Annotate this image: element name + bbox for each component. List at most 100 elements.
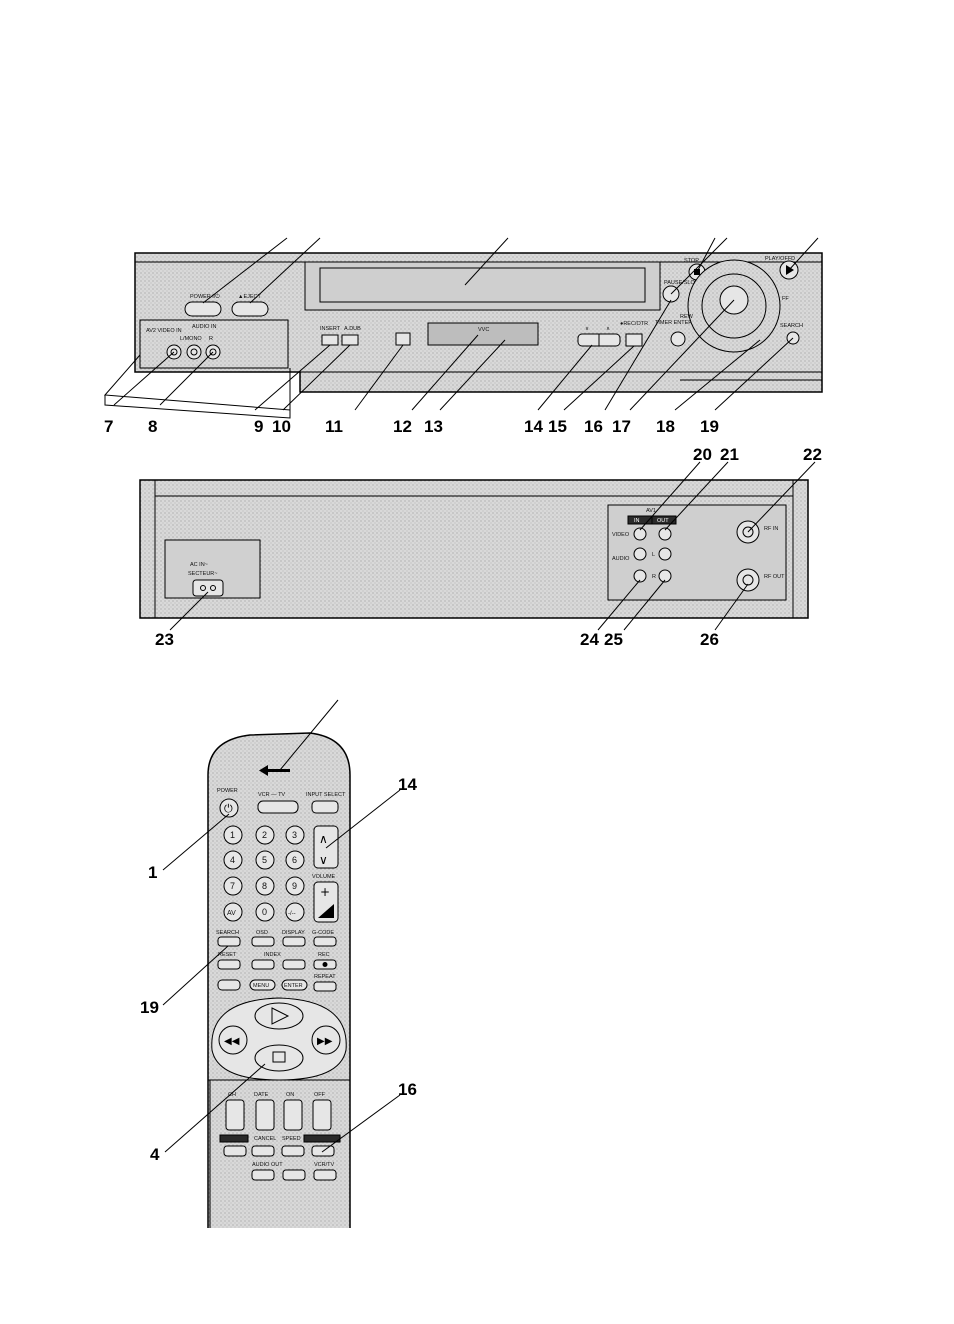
callout-11: 11 bbox=[325, 417, 343, 436]
index-prev-button[interactable] bbox=[251, 959, 275, 970]
callout-25: 25 bbox=[604, 630, 623, 649]
key-8[interactable] bbox=[255, 876, 275, 896]
adub-button[interactable] bbox=[341, 334, 359, 346]
r-rear-label: R bbox=[652, 574, 656, 580]
key-5[interactable] bbox=[255, 850, 275, 870]
vcr-tv-switch[interactable] bbox=[257, 800, 299, 814]
av1-label: AV1 bbox=[646, 508, 656, 514]
ch-timer-button[interactable] bbox=[225, 1099, 245, 1131]
vcr-tv2-label: VCR/TV bbox=[314, 1162, 335, 1168]
transport-cluster bbox=[211, 997, 347, 1081]
audio-r-in-jack[interactable] bbox=[633, 569, 647, 583]
rec-label: ●REC/OTR bbox=[620, 321, 648, 327]
menu-button[interactable] bbox=[249, 979, 276, 991]
blank-button[interactable] bbox=[282, 1169, 306, 1181]
callout-26: 26 bbox=[700, 630, 719, 649]
key-dash[interactable] bbox=[285, 902, 305, 922]
power-button[interactable] bbox=[184, 301, 222, 317]
remote-power-button[interactable] bbox=[219, 798, 239, 818]
stop-label: STOP bbox=[684, 258, 699, 264]
audio-l-in-jack[interactable] bbox=[633, 547, 647, 561]
key-av[interactable] bbox=[223, 902, 243, 922]
display-button[interactable] bbox=[282, 936, 306, 947]
prog-check-button[interactable] bbox=[223, 1145, 247, 1157]
callout-remote-19: 19 bbox=[140, 998, 159, 1017]
ffwd-button[interactable] bbox=[311, 1025, 341, 1055]
key-2-label: 2 bbox=[262, 830, 267, 840]
rec-button[interactable] bbox=[625, 333, 643, 347]
volume-ramp-icon bbox=[318, 904, 334, 918]
eject-button[interactable] bbox=[231, 301, 269, 317]
eject-label: ▲EJECT bbox=[238, 294, 262, 300]
speed-button[interactable] bbox=[281, 1145, 305, 1157]
key-4[interactable] bbox=[223, 850, 243, 870]
key-1[interactable] bbox=[223, 825, 243, 845]
vcr-tv2-button[interactable] bbox=[313, 1169, 337, 1181]
repeat-label: REPEAT bbox=[314, 974, 336, 980]
play-remote-button[interactable] bbox=[254, 1002, 304, 1030]
key-9[interactable] bbox=[285, 876, 305, 896]
index-next-button[interactable] bbox=[282, 959, 306, 970]
rf-out-label: RF OUT bbox=[764, 574, 785, 580]
rew-label: REW bbox=[680, 314, 694, 320]
off-timer-button[interactable] bbox=[312, 1099, 332, 1131]
timer-button[interactable] bbox=[670, 331, 686, 347]
audio-l-out-jack[interactable] bbox=[658, 547, 672, 561]
r-label: R bbox=[209, 336, 213, 342]
vcr-front-panel: VVC bbox=[103, 252, 823, 419]
cancel-label: CANCEL bbox=[254, 1136, 276, 1142]
off-label: OFF bbox=[314, 1092, 326, 1098]
volume-plus-icon: + bbox=[320, 885, 330, 899]
stop-remote-button[interactable] bbox=[254, 1044, 304, 1072]
key-7[interactable] bbox=[223, 876, 243, 896]
callout-8: 8 bbox=[148, 417, 157, 436]
insert-label: INSERT bbox=[320, 326, 341, 332]
input-select-button[interactable] bbox=[311, 800, 339, 814]
key-2[interactable] bbox=[255, 825, 275, 845]
callout-24: 24 bbox=[580, 630, 599, 649]
key-3[interactable] bbox=[285, 825, 305, 845]
callout-16: 16 bbox=[584, 417, 603, 436]
callout-15: 15 bbox=[548, 417, 567, 436]
ac-inlet[interactable] bbox=[192, 579, 224, 597]
out-label: OUT bbox=[657, 518, 669, 524]
video-out-jack[interactable] bbox=[658, 527, 672, 541]
ffwd-icon: ▶▶ bbox=[317, 1036, 333, 1047]
search-remote-button[interactable] bbox=[217, 936, 241, 947]
slow-button[interactable] bbox=[217, 979, 241, 991]
key-av-label: AV bbox=[227, 910, 236, 917]
insert-button[interactable] bbox=[321, 334, 339, 346]
date-timer-button[interactable] bbox=[255, 1099, 275, 1131]
audio-out-button[interactable] bbox=[251, 1169, 275, 1181]
secteur-label: SECTEUR~ bbox=[188, 571, 218, 577]
reset-button[interactable] bbox=[217, 959, 241, 970]
vcr-tv-label: VCR — TV bbox=[258, 792, 285, 798]
callout-7: 7 bbox=[104, 417, 113, 436]
reset-label: RESET bbox=[218, 952, 237, 958]
repeat-button[interactable] bbox=[313, 981, 337, 992]
osd-button[interactable] bbox=[251, 936, 275, 947]
vvc-label: VVC bbox=[478, 327, 489, 333]
rf-out-jack[interactable] bbox=[736, 568, 760, 592]
video-in-rear-jack[interactable] bbox=[633, 527, 647, 541]
input-select-label: INPUT SELECT bbox=[306, 792, 346, 798]
gcode-button[interactable] bbox=[313, 936, 337, 947]
key-0[interactable] bbox=[255, 902, 275, 922]
stop-icon bbox=[272, 1051, 286, 1063]
key-6[interactable] bbox=[285, 850, 305, 870]
audio-label: AUDIO bbox=[612, 556, 630, 562]
callout-10: 10 bbox=[272, 417, 291, 436]
audio-l-jack[interactable] bbox=[186, 344, 202, 360]
callout-12: 12 bbox=[393, 417, 412, 436]
ir-arrow-icon bbox=[259, 765, 290, 776]
channel-rocker[interactable] bbox=[313, 825, 339, 869]
gcode-label: G-CODE bbox=[312, 930, 334, 936]
rewind-button[interactable] bbox=[218, 1025, 248, 1055]
av2-label: AV2 VIDEO IN bbox=[146, 328, 182, 334]
enter-button[interactable] bbox=[281, 979, 308, 991]
cancel-button[interactable] bbox=[251, 1145, 275, 1157]
ch-down-icon: ∨ bbox=[585, 326, 589, 332]
ch-down-arrow-icon: ∨ bbox=[319, 853, 328, 867]
on-timer-button[interactable] bbox=[283, 1099, 303, 1131]
audio-r-out-jack[interactable] bbox=[658, 569, 672, 583]
